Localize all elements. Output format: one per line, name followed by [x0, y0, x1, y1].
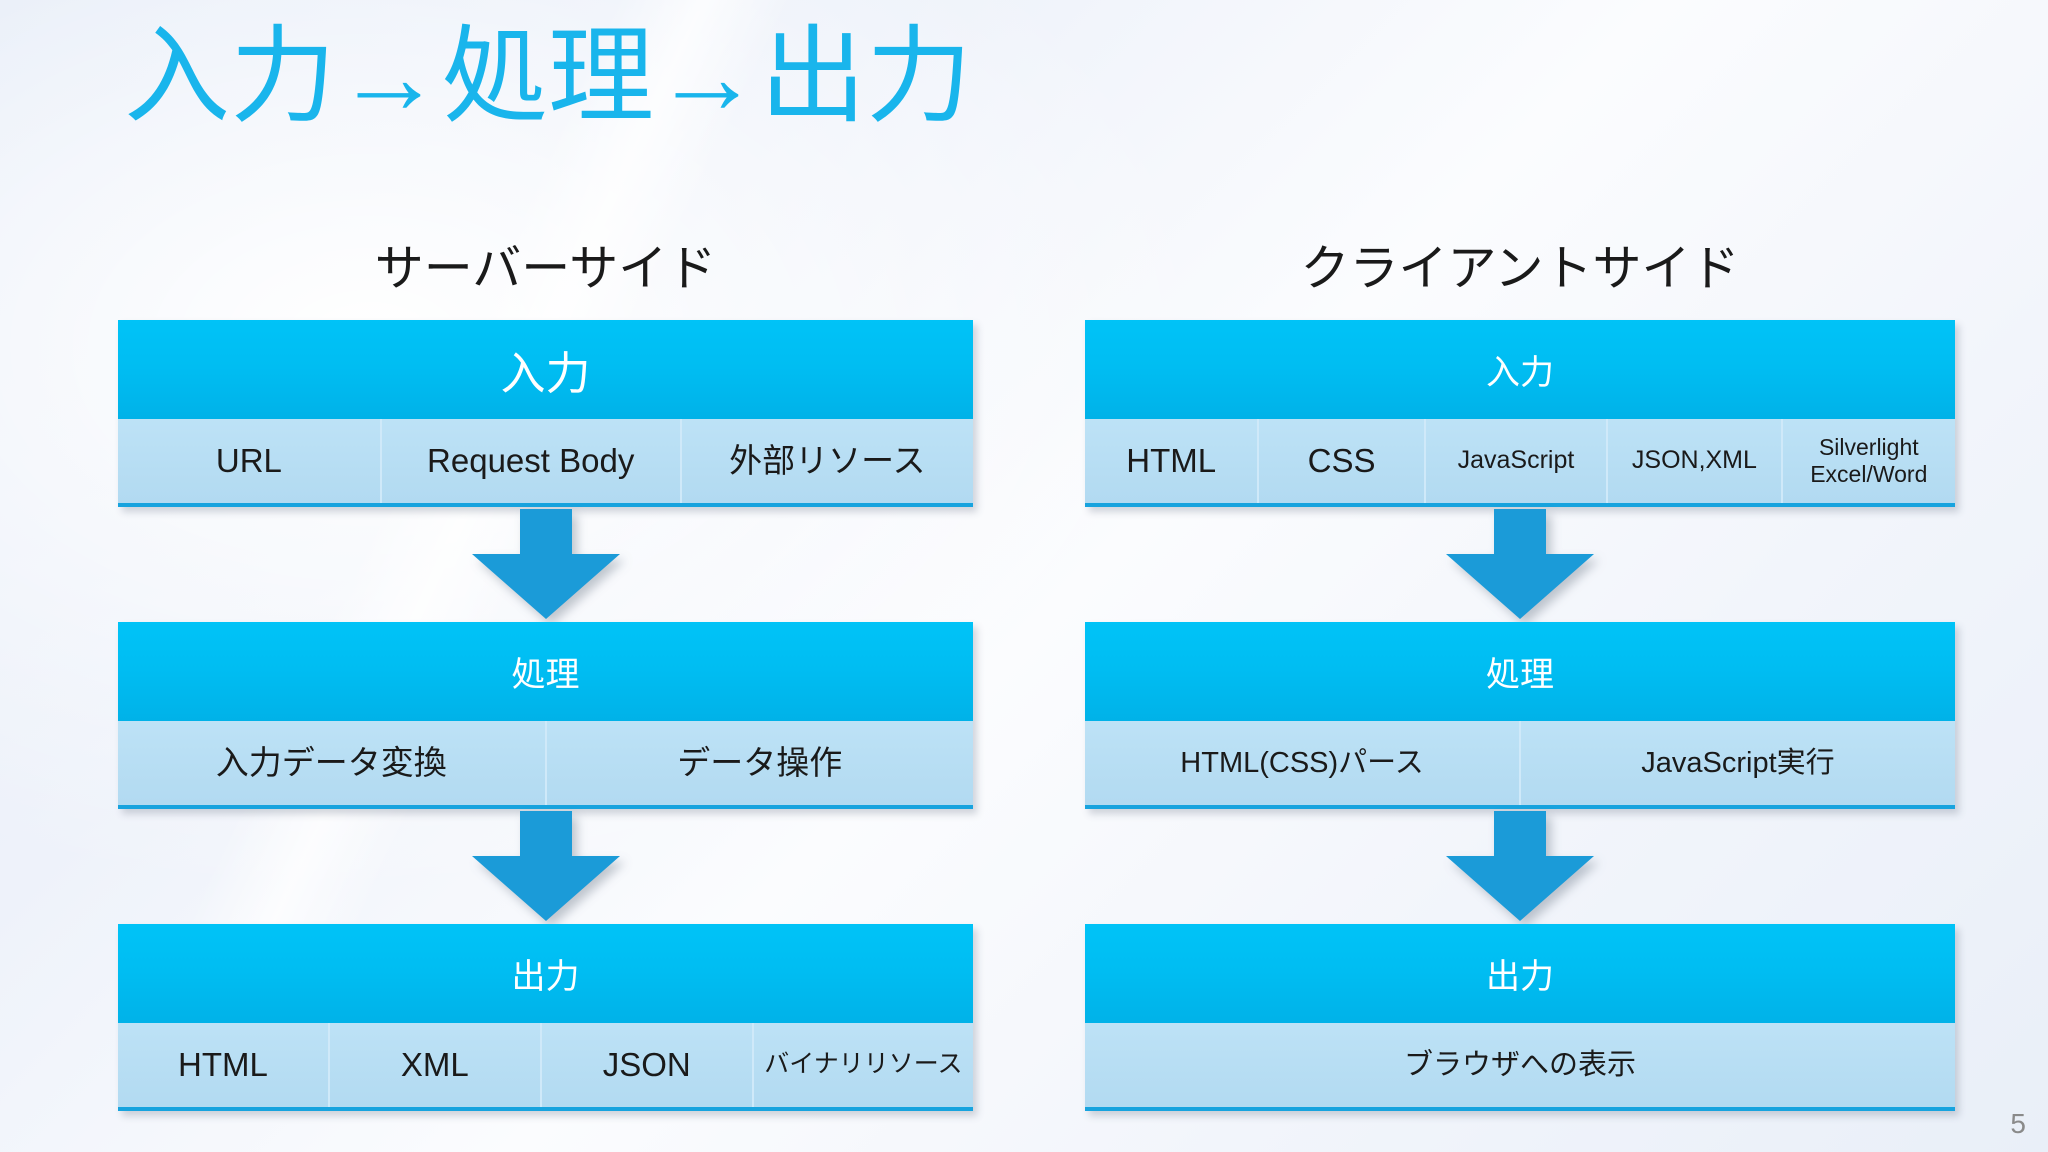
block-input-server[interactable]: 入力 URL Request Body 外部リソース — [118, 320, 973, 507]
column-header-client-side: クライアントサイド — [1300, 242, 1740, 296]
cell-row-input-client: HTML CSS JavaScript JSON,XML Silverlight… — [1085, 419, 1956, 507]
cell-item[interactable]: JavaScript — [1425, 419, 1609, 503]
cell-item[interactable]: XML — [329, 1023, 542, 1107]
cell-item[interactable]: データ操作 — [546, 721, 973, 805]
block-title-output-server: 出力 — [118, 924, 973, 1023]
cell-item[interactable]: URL — [118, 419, 382, 503]
block-title-process-server: 処理 — [118, 622, 973, 721]
cell-item[interactable]: CSS — [1259, 419, 1426, 503]
cell-item[interactable]: Silverlight Excel/Word — [1782, 419, 1956, 503]
page-number: 5 — [2010, 1108, 2026, 1139]
cell-row-output-client: ブラウザへの表示 — [1085, 1023, 1955, 1111]
down-arrow-icon — [1446, 509, 1594, 619]
down-arrow-icon — [471, 811, 620, 921]
down-arrow-icon — [471, 509, 620, 619]
block-input-client[interactable]: 入力 HTML CSS JavaScript JSON,XML Silverli… — [1085, 320, 1956, 507]
arrow-input-to-process-client — [1085, 507, 1955, 622]
cell-item[interactable]: HTML(CSS)パース — [1085, 721, 1521, 805]
block-process-client[interactable]: 処理 HTML(CSS)パース JavaScript実行 — [1085, 622, 1955, 809]
column-server-side: サーバーサイド 入力 URL Request Body 外部リソース 処理 — [118, 245, 973, 1111]
cell-item[interactable]: JavaScript実行 — [1521, 721, 1955, 805]
cell-row-input-server: URL Request Body 外部リソース — [118, 419, 973, 507]
column-client-side: クライアントサイド 入力 HTML CSS JavaScript JSON,XM… — [1085, 242, 1956, 1111]
arrow-process-to-output-client — [1085, 809, 1955, 924]
page-title: 入力→処理→出力 — [124, 18, 972, 136]
cell-item[interactable]: JSON — [541, 1023, 754, 1107]
down-arrow-icon — [1446, 811, 1594, 921]
flow-stack-server-side: 入力 URL Request Body 外部リソース 処理 入力データ変換 — [118, 320, 973, 1111]
flow-stack-client-side: 入力 HTML CSS JavaScript JSON,XML Silverli… — [1085, 320, 1956, 1111]
block-title-process-client: 処理 — [1085, 622, 1955, 721]
cell-item[interactable]: HTML — [1085, 419, 1260, 503]
block-title-input-server: 入力 — [118, 320, 973, 419]
cell-item[interactable]: 入力データ変換 — [118, 721, 547, 805]
cell-row-process-server: 入力データ変換 データ操作 — [118, 721, 973, 809]
cell-item[interactable]: バイナリリソース — [753, 1023, 973, 1107]
cell-row-process-client: HTML(CSS)パース JavaScript実行 — [1085, 721, 1955, 809]
block-title-output-client: 出力 — [1085, 924, 1955, 1023]
block-output-client[interactable]: 出力 ブラウザへの表示 — [1085, 924, 1955, 1111]
block-title-input-client: 入力 — [1085, 320, 1955, 419]
cell-row-output-server: HTML XML JSON バイナリリソース — [118, 1023, 973, 1111]
block-output-server[interactable]: 出力 HTML XML JSON バイナリリソース — [118, 924, 973, 1111]
cell-item[interactable]: Request Body — [381, 419, 682, 503]
cell-item[interactable]: ブラウザへの表示 — [1085, 1023, 1955, 1107]
cell-item[interactable]: JSON,XML — [1608, 419, 1783, 503]
column-header-server-side: サーバーサイド — [374, 242, 717, 296]
arrow-process-to-output-server — [118, 809, 973, 924]
block-process-server[interactable]: 処理 入力データ変換 データ操作 — [118, 622, 973, 809]
cell-item[interactable]: 外部リソース — [681, 419, 973, 503]
cell-item[interactable]: HTML — [118, 1023, 330, 1107]
arrow-input-to-process-server — [118, 507, 973, 622]
